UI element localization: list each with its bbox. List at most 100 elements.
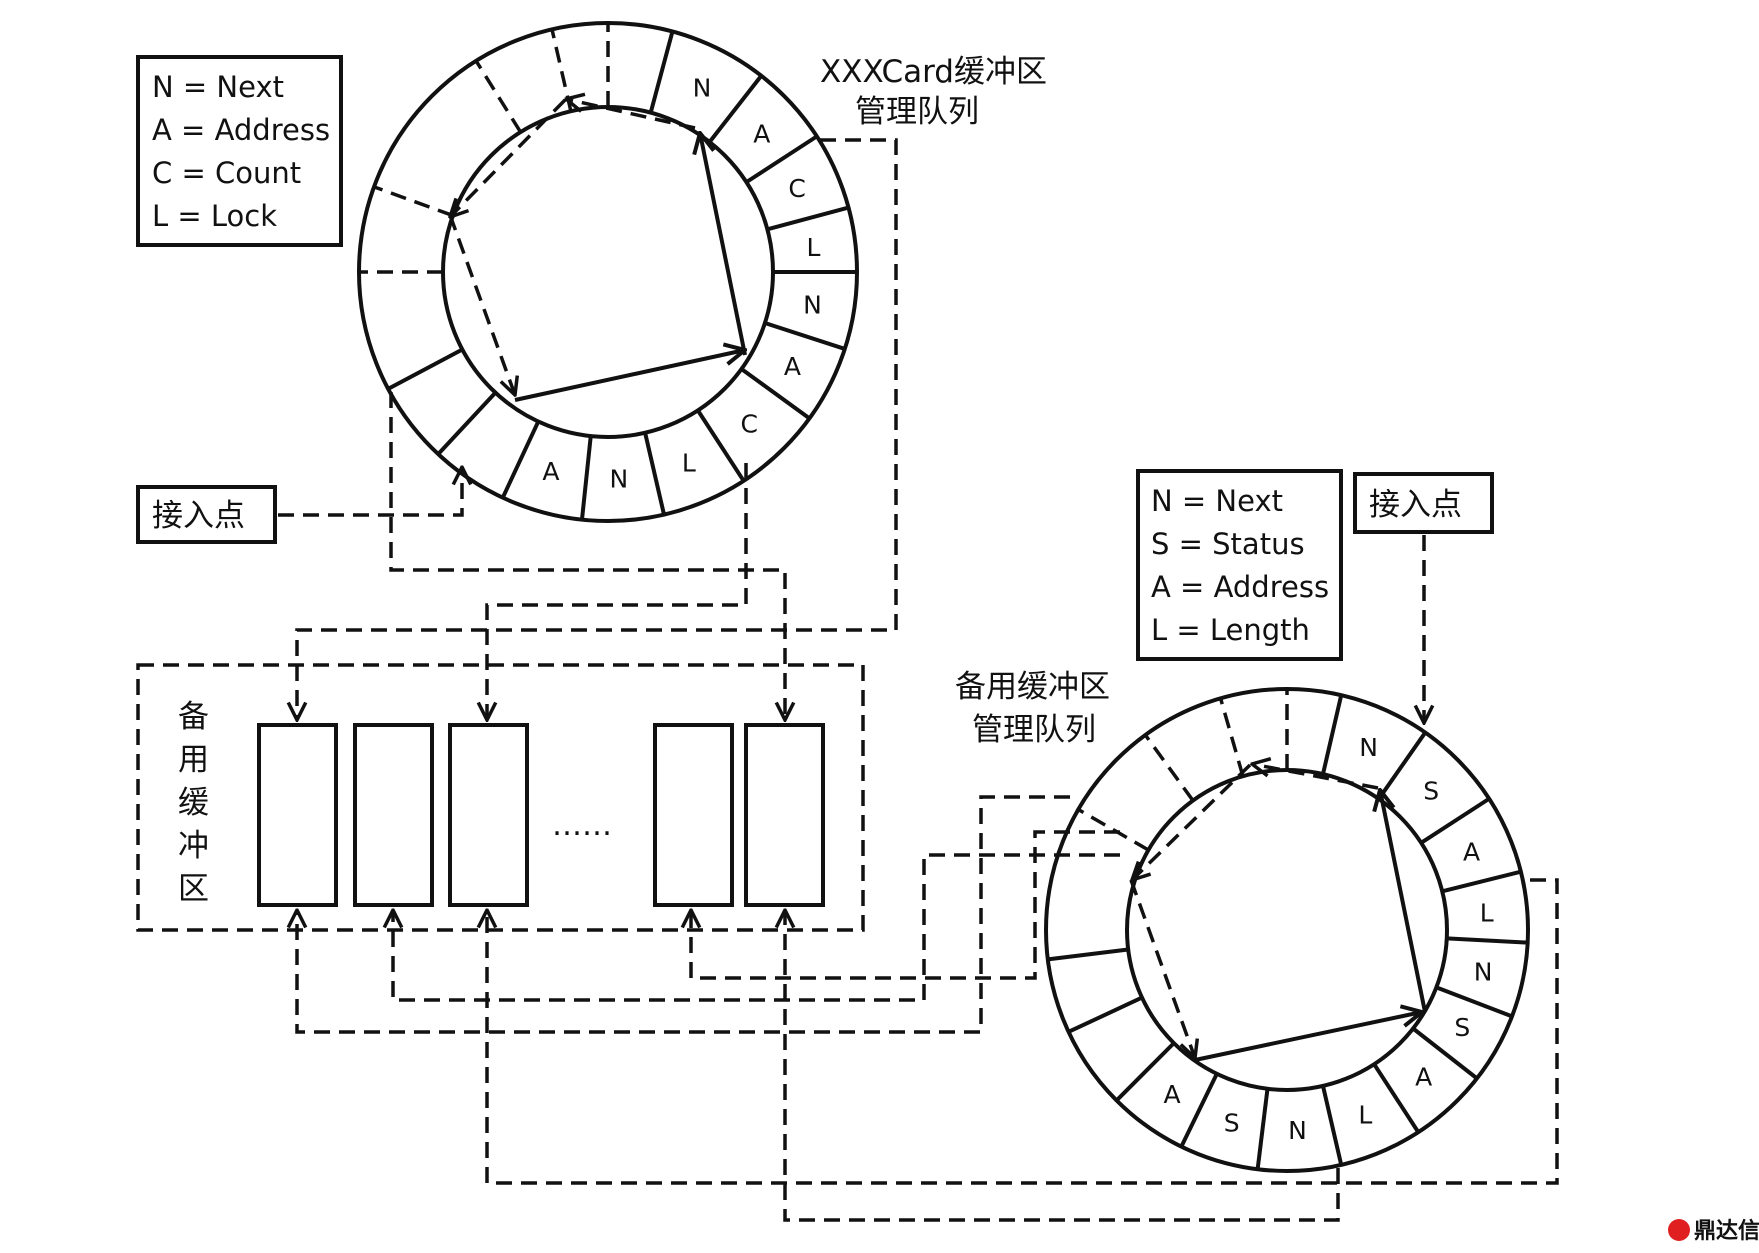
ring-cell-label: L xyxy=(806,233,820,262)
ring-cell-divider xyxy=(648,30,675,114)
ring-cell-divider xyxy=(764,321,846,351)
legend-item: N = Next xyxy=(1151,484,1283,518)
ring-cell-divider xyxy=(643,432,666,516)
ring-cell-divider xyxy=(1377,731,1427,801)
ring-cell-label: A xyxy=(753,119,770,148)
xxxcard-ring-title: XXXCard缓冲区 xyxy=(820,54,1047,90)
buffer-slot xyxy=(257,723,338,907)
ring-cell-label: S xyxy=(1454,1013,1470,1042)
next-pointer-dashed-arrow xyxy=(1132,763,1252,880)
spare-entry-point: 接入点 xyxy=(1353,472,1494,723)
ring-cell-divider xyxy=(1321,694,1344,775)
ring-empty-slot-divider xyxy=(373,185,454,218)
ring-cell-divider xyxy=(696,409,746,482)
buffer-slot xyxy=(448,723,529,907)
spare-legend: N = Next S = Status A = Address L = Leng… xyxy=(1136,469,1343,661)
legend-item: C = Count xyxy=(152,156,301,190)
buffer-slot xyxy=(744,723,825,907)
buffer-pool-label-char: 备 xyxy=(178,699,209,735)
ring-cell-divider xyxy=(1446,936,1528,945)
ring-cell-divider xyxy=(387,347,464,391)
next-pointer-arrow xyxy=(1194,1012,1422,1062)
entry-point-label: 接入点 xyxy=(1369,487,1462,523)
xxxcard-legend: N = Next A = Address C = Count L = Lock xyxy=(136,55,343,247)
ring-cell-divider xyxy=(1255,1088,1270,1170)
ring-cell-divider xyxy=(1047,947,1129,962)
ring-empty-slot-divider xyxy=(1143,733,1195,802)
top-ring-connectors xyxy=(297,138,898,720)
next-pointer-arrow xyxy=(700,133,747,356)
ring-cell-label: A xyxy=(784,352,801,381)
ring-cell-label: N xyxy=(609,465,628,494)
watermark-badge-icon xyxy=(1668,1219,1690,1241)
ring-cell-divider xyxy=(740,367,811,420)
legend-item: N = Next xyxy=(152,70,284,104)
ring-cell-label: A xyxy=(1463,838,1480,867)
ring-cell-label: C xyxy=(788,174,805,203)
ring-empty-slot-divider xyxy=(1218,697,1245,777)
ring-cell-label: A xyxy=(542,457,559,486)
ring-cell-label: N xyxy=(803,290,822,319)
ring-cell-divider xyxy=(1115,1041,1176,1102)
next-pointer-dashed-arrow xyxy=(450,98,567,217)
ring-cell-divider xyxy=(436,391,497,456)
ring-cell-divider xyxy=(1435,985,1513,1019)
ring-cell-label: N xyxy=(693,74,712,103)
ring-cell-label: L xyxy=(1358,1101,1372,1130)
ring-cell-divider xyxy=(1067,995,1143,1034)
next-pointer-arrow xyxy=(1380,790,1427,1013)
buffer-pool-label-char: 缓 xyxy=(178,785,209,821)
ring-cell-label: C xyxy=(740,409,757,438)
buffer-pool-label-char: 用 xyxy=(178,742,209,778)
legend-item: A = Address xyxy=(1151,570,1329,604)
next-pointer-arrow xyxy=(514,350,745,402)
buffer-pool-ellipsis: …… xyxy=(552,808,612,843)
next-pointer-dashed-arrow xyxy=(448,214,515,395)
ring-inner-circle xyxy=(441,105,775,439)
ring-cell-label: S xyxy=(1224,1109,1240,1138)
buffer-pool-label-char: 区 xyxy=(178,871,209,907)
ring-cell-divider xyxy=(1441,869,1522,894)
next-pointer-dashed-arrow xyxy=(566,99,696,130)
ring-cell-label: A xyxy=(1415,1063,1432,1092)
ring-empty-slot-divider xyxy=(474,59,523,133)
xxxcard-entry-point: 接入点 xyxy=(136,467,462,544)
ring-cell-divider xyxy=(1411,1026,1479,1080)
ring-cell-label: N xyxy=(1474,958,1493,987)
ring-empty-slot-divider xyxy=(1077,807,1150,852)
ring-cell-divider xyxy=(500,420,541,499)
spare-ring-title: 备用缓冲区 xyxy=(955,669,1110,705)
legend-item: L = Lock xyxy=(152,199,277,233)
bottom-ring-connectors xyxy=(297,795,1559,1222)
next-pointer-dashed-arrow xyxy=(1252,764,1379,790)
ring-cell-divider xyxy=(766,205,850,232)
ring-cell-label: A xyxy=(1163,1080,1180,1109)
ring-cell-divider xyxy=(745,134,818,184)
next-pointer-dashed-arrow xyxy=(1129,879,1195,1058)
ring-cell-divider xyxy=(579,435,593,520)
buffer-slot xyxy=(653,723,734,907)
entry-point-label: 接入点 xyxy=(152,498,245,534)
watermark-logo: 鼎达信 xyxy=(1668,1218,1759,1244)
buffer-pool-frame xyxy=(136,663,865,932)
ring-cell-divider xyxy=(1179,1072,1219,1148)
xxxcard-ring-title-line2: 管理队列 xyxy=(855,94,979,130)
ring-cell-label: L xyxy=(1480,899,1494,928)
watermark-text: 鼎达信 xyxy=(1694,1218,1759,1244)
buffer-slot xyxy=(353,723,434,907)
ring-cell-divider xyxy=(1321,1085,1344,1166)
ring-cell-divider xyxy=(1420,797,1491,845)
buffer-pool-label-char: 冲 xyxy=(178,828,209,864)
ring-cell-label: N xyxy=(1288,1116,1307,1145)
spare-ring-title-line2: 管理队列 xyxy=(972,712,1096,748)
spare-buffer-pool: 备 用 缓 冲 区 …… xyxy=(136,663,865,932)
legend-item: S = Status xyxy=(1151,527,1305,561)
ring-cell-label: N xyxy=(1359,733,1378,762)
ring-cell-label: S xyxy=(1423,777,1439,806)
legend-item: L = Length xyxy=(1151,613,1310,647)
ring-cell-divider xyxy=(1372,1063,1420,1134)
